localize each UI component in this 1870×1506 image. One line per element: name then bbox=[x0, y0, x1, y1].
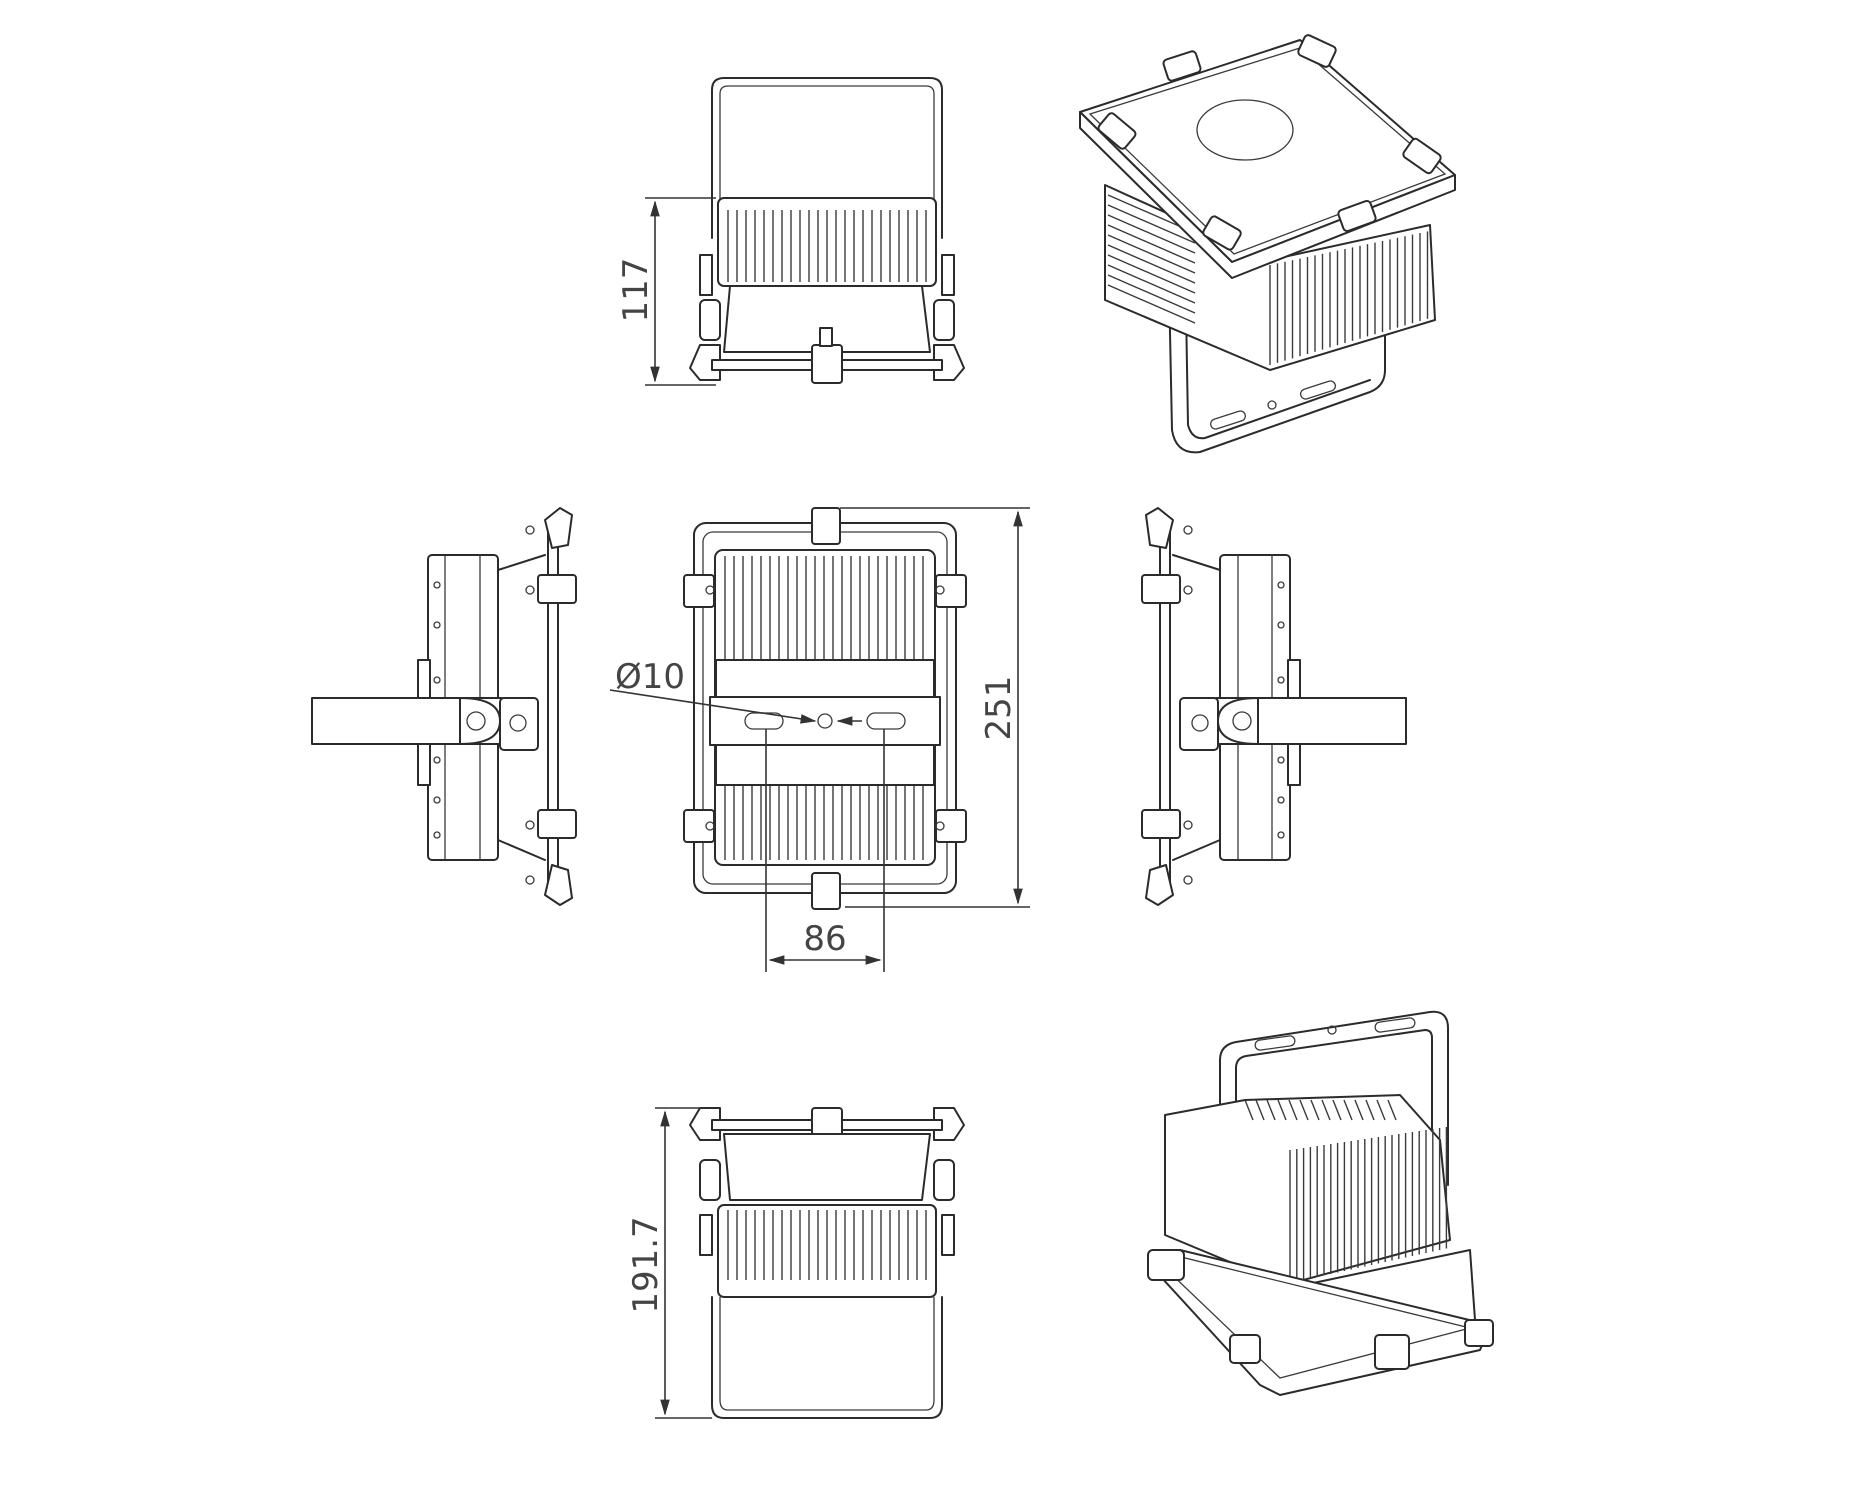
dimension-117-label: 117 bbox=[616, 258, 656, 323]
dimension-117: 117 bbox=[616, 197, 716, 386]
iso-top-fins bbox=[1107, 194, 1429, 365]
dimension-191-7-label: 191.7 bbox=[626, 1216, 666, 1313]
bottom-elevation-view bbox=[689, 1107, 965, 1419]
dimension-diameter-10: Ø10 bbox=[609, 657, 862, 726]
isometric-bottom-view bbox=[1147, 1010, 1494, 1396]
bolt-icon bbox=[1183, 875, 1193, 885]
bolt-icon bbox=[433, 581, 441, 589]
bolt-icon bbox=[1277, 621, 1285, 629]
bolt-icon bbox=[433, 756, 441, 764]
fin-line bbox=[1107, 284, 1196, 324]
dimension-86-label: 86 bbox=[803, 919, 846, 959]
fin-line bbox=[1255, 1099, 1265, 1121]
bolt-icon bbox=[1277, 831, 1285, 839]
bottom-fins bbox=[727, 1210, 927, 1280]
bolt-icon bbox=[525, 585, 535, 595]
front-view bbox=[683, 507, 967, 910]
bolt-icon bbox=[433, 831, 441, 839]
bolt-icon bbox=[1277, 676, 1285, 684]
bolt-icon bbox=[525, 875, 535, 885]
fin-line bbox=[1107, 244, 1196, 284]
bolt-icon bbox=[433, 621, 441, 629]
fin-line bbox=[1310, 1099, 1320, 1121]
dimension-86: 86 bbox=[765, 729, 885, 972]
fin-line bbox=[1343, 1099, 1353, 1121]
fin-line bbox=[1365, 1099, 1375, 1121]
bolt-icon bbox=[433, 796, 441, 804]
left-side-bolts bbox=[433, 525, 535, 885]
fin-line bbox=[1107, 224, 1196, 264]
fin-line bbox=[1107, 264, 1196, 304]
fin-line bbox=[1354, 1099, 1364, 1121]
left-side-view bbox=[311, 507, 577, 906]
bolt-icon bbox=[1183, 585, 1193, 595]
fin-line bbox=[1387, 1099, 1397, 1121]
right-side-view bbox=[1141, 507, 1407, 906]
bolt-icon bbox=[1277, 581, 1285, 589]
fin-line bbox=[1107, 204, 1196, 244]
right-side-bolts bbox=[1183, 525, 1285, 885]
top-fins bbox=[727, 210, 927, 282]
dimension-diameter-label: Ø10 bbox=[615, 657, 685, 697]
iso-bottom-fins bbox=[1244, 1099, 1448, 1283]
fin-line bbox=[1277, 1099, 1287, 1121]
front-fins bbox=[724, 556, 924, 860]
dimension-251: 251 bbox=[840, 507, 1030, 908]
fin-line bbox=[1244, 1099, 1254, 1121]
fin-line bbox=[1107, 254, 1196, 294]
fin-line bbox=[1332, 1099, 1342, 1121]
bolt-icon bbox=[525, 820, 535, 830]
bolt-icon bbox=[1277, 796, 1285, 804]
bolt-icon bbox=[1183, 820, 1193, 830]
fin-line bbox=[1266, 1099, 1276, 1121]
dimension-191-7: 191.7 bbox=[626, 1107, 712, 1419]
top-elevation-view bbox=[689, 77, 965, 384]
fin-line bbox=[1321, 1099, 1331, 1121]
bolt-icon bbox=[1183, 525, 1193, 535]
fin-line bbox=[1107, 274, 1196, 314]
bolt-icon bbox=[433, 676, 441, 684]
bolt-icon bbox=[525, 525, 535, 535]
fin-line bbox=[1376, 1099, 1386, 1121]
bolt-icon bbox=[1277, 756, 1285, 764]
fin-line bbox=[1288, 1099, 1298, 1121]
fin-line bbox=[1299, 1099, 1309, 1121]
fin-line bbox=[1107, 214, 1196, 254]
fin-line bbox=[1107, 234, 1196, 274]
dimension-251-label: 251 bbox=[979, 676, 1019, 741]
isometric-top-view bbox=[1079, 34, 1456, 454]
